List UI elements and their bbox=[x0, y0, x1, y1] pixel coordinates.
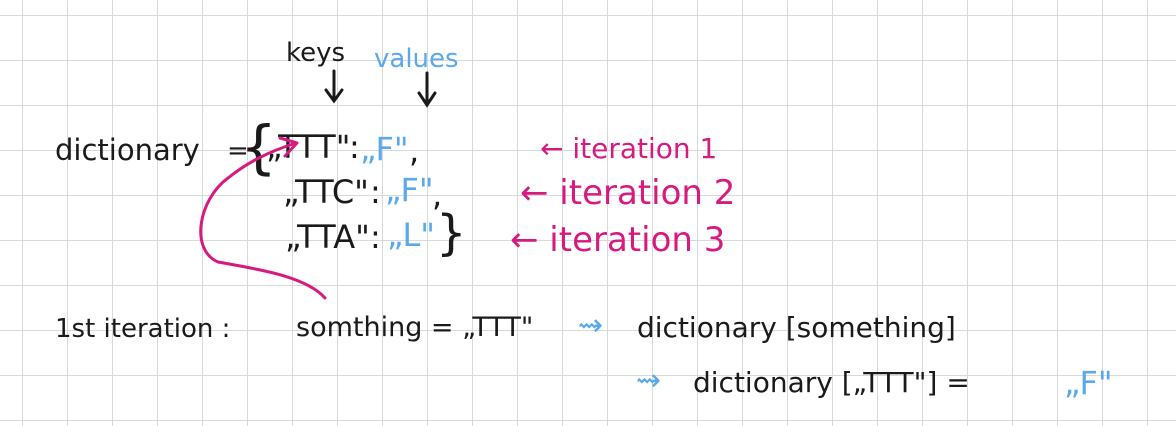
entry-value-1: „F" bbox=[360, 130, 409, 168]
values-down-arrow-icon bbox=[417, 71, 437, 108]
assignment-expression: somthing = „TTT" bbox=[296, 312, 534, 343]
entry-comma-2: , bbox=[432, 176, 443, 214]
entry-colon-2: : bbox=[370, 173, 381, 211]
iteration-note-2: ← iteration 2 bbox=[520, 173, 736, 213]
entry-key-1: „TTT" bbox=[266, 128, 351, 166]
leads-to-arrow-2: ⇝ bbox=[636, 363, 662, 398]
keys-down-arrow-icon bbox=[324, 69, 344, 104]
entry-colon-3: : bbox=[370, 218, 381, 256]
resolved-expression: dictionary [„TTT"] = bbox=[693, 366, 970, 399]
dictionary-name: dictionary bbox=[55, 133, 200, 167]
first-iteration-label: 1st iteration : bbox=[55, 314, 231, 344]
values-label: values bbox=[374, 44, 459, 74]
resolved-value: „F" bbox=[1064, 364, 1113, 402]
entry-value-2: „F" bbox=[385, 171, 434, 209]
iteration-note-1: ← iteration 1 bbox=[540, 132, 718, 165]
entry-key-2: „TTC" bbox=[283, 173, 369, 211]
lookup-expression: dictionary [something] bbox=[637, 311, 956, 344]
entry-value-3: „L" bbox=[387, 216, 435, 254]
keys-label: keys bbox=[286, 38, 346, 68]
iteration-note-3: ← iteration 3 bbox=[510, 220, 726, 260]
entry-comma-1: , bbox=[409, 132, 420, 170]
entry-colon-1: : bbox=[349, 128, 360, 166]
entry-key-3: „TTA" bbox=[285, 218, 370, 256]
close-brace: } bbox=[436, 205, 467, 261]
leads-to-arrow: ⇝ bbox=[578, 308, 604, 343]
